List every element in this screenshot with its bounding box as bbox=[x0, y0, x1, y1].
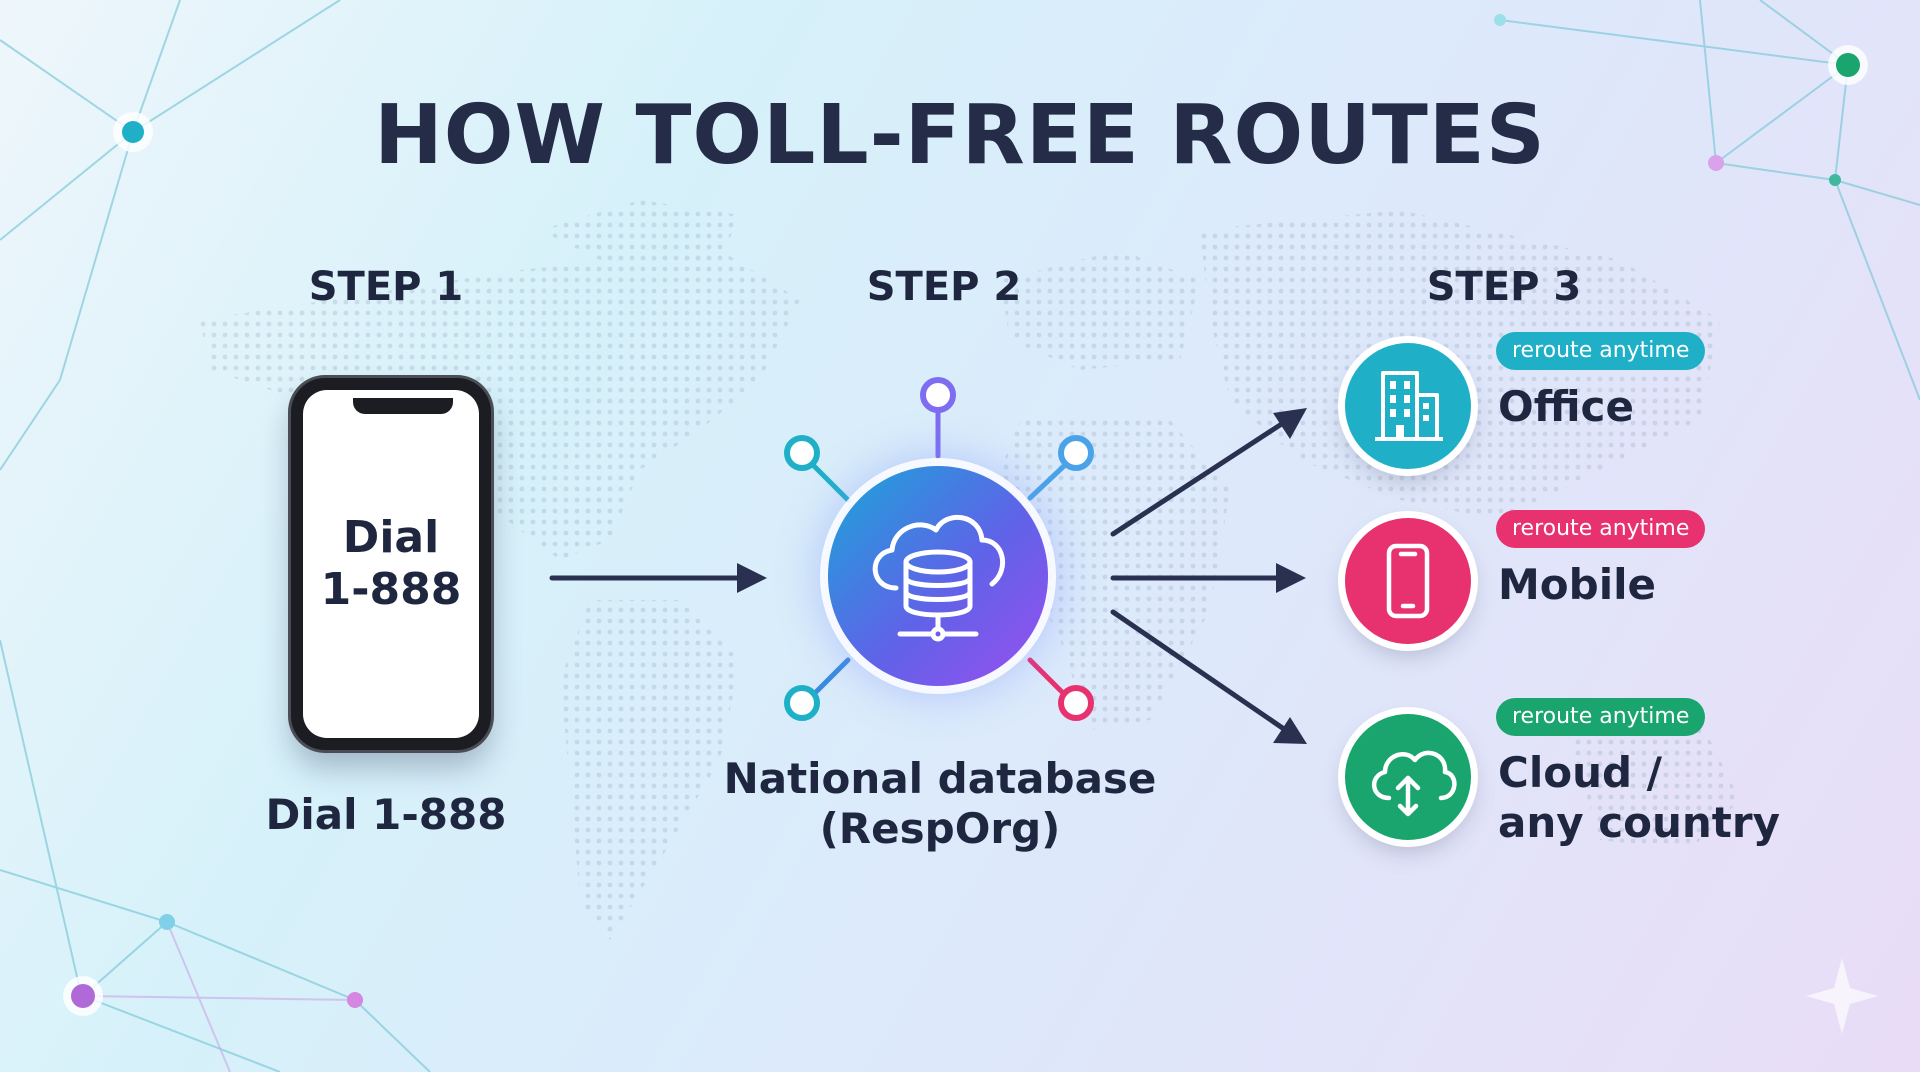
phone-notch bbox=[353, 398, 453, 414]
page-title: HOW TOLL-FREE ROUTES bbox=[374, 88, 1546, 183]
cloud-label-line2: any country bbox=[1498, 798, 1780, 847]
building-icon bbox=[1375, 371, 1443, 441]
office-reroute-badge: reroute anytime bbox=[1496, 332, 1706, 370]
mobile-label: Mobile bbox=[1498, 560, 1656, 610]
arrow-database-to-cloud bbox=[1110, 609, 1303, 743]
cloud-icon-circle bbox=[1345, 714, 1471, 840]
phone-screen-text-line1: Dial bbox=[342, 512, 440, 563]
phone-screen: Dial 1-888 bbox=[303, 390, 479, 738]
phone-device: Dial 1-888 bbox=[291, 378, 491, 750]
mobile-label-line1: Mobile bbox=[1498, 560, 1656, 609]
office-label-line1: Office bbox=[1498, 382, 1634, 431]
cloud-reroute-badge: reroute anytime bbox=[1496, 698, 1706, 736]
database-caption-line1: National database bbox=[723, 754, 1157, 803]
phone-caption: Dial 1-888 bbox=[265, 790, 507, 839]
smartphone-icon bbox=[1386, 543, 1430, 619]
cloud-database-icon bbox=[872, 514, 1005, 642]
office-label: Office bbox=[1498, 382, 1634, 432]
mobile-icon-circle bbox=[1345, 518, 1471, 644]
step-3-label: STEP 3 bbox=[1426, 264, 1582, 310]
phone-screen-text-line2: 1-888 bbox=[320, 564, 462, 615]
cloud-label: Cloud / any country bbox=[1498, 748, 1780, 848]
database-caption: National database (RespOrg) bbox=[700, 754, 1180, 854]
step-2-label: STEP 2 bbox=[866, 264, 1022, 310]
database-caption-line2: (RespOrg) bbox=[819, 804, 1061, 853]
office-icon-circle bbox=[1345, 343, 1471, 469]
cloud-label-line1: Cloud / bbox=[1498, 748, 1663, 797]
cloud-upload-icon bbox=[1372, 750, 1457, 817]
mobile-reroute-badge: reroute anytime bbox=[1496, 510, 1706, 548]
step-1-label: STEP 1 bbox=[308, 264, 464, 310]
national-database-hub bbox=[828, 466, 1048, 686]
arrow-database-to-office bbox=[1110, 409, 1303, 537]
